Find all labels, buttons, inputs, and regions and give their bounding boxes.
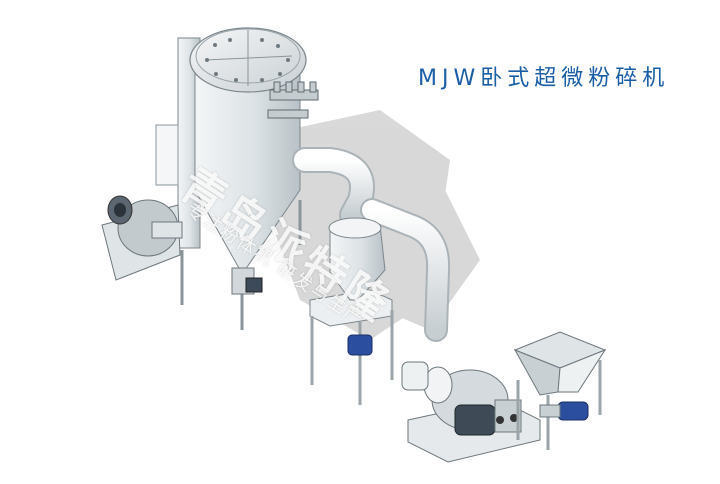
dust-collector xyxy=(155,27,319,330)
page-title: MJW卧式超微粉碎机 xyxy=(418,66,670,91)
draft-fan xyxy=(101,195,183,281)
transfer-pipe xyxy=(292,147,451,342)
classifier xyxy=(309,217,394,405)
feed-hopper xyxy=(513,331,607,450)
grinding-mill xyxy=(401,361,541,463)
